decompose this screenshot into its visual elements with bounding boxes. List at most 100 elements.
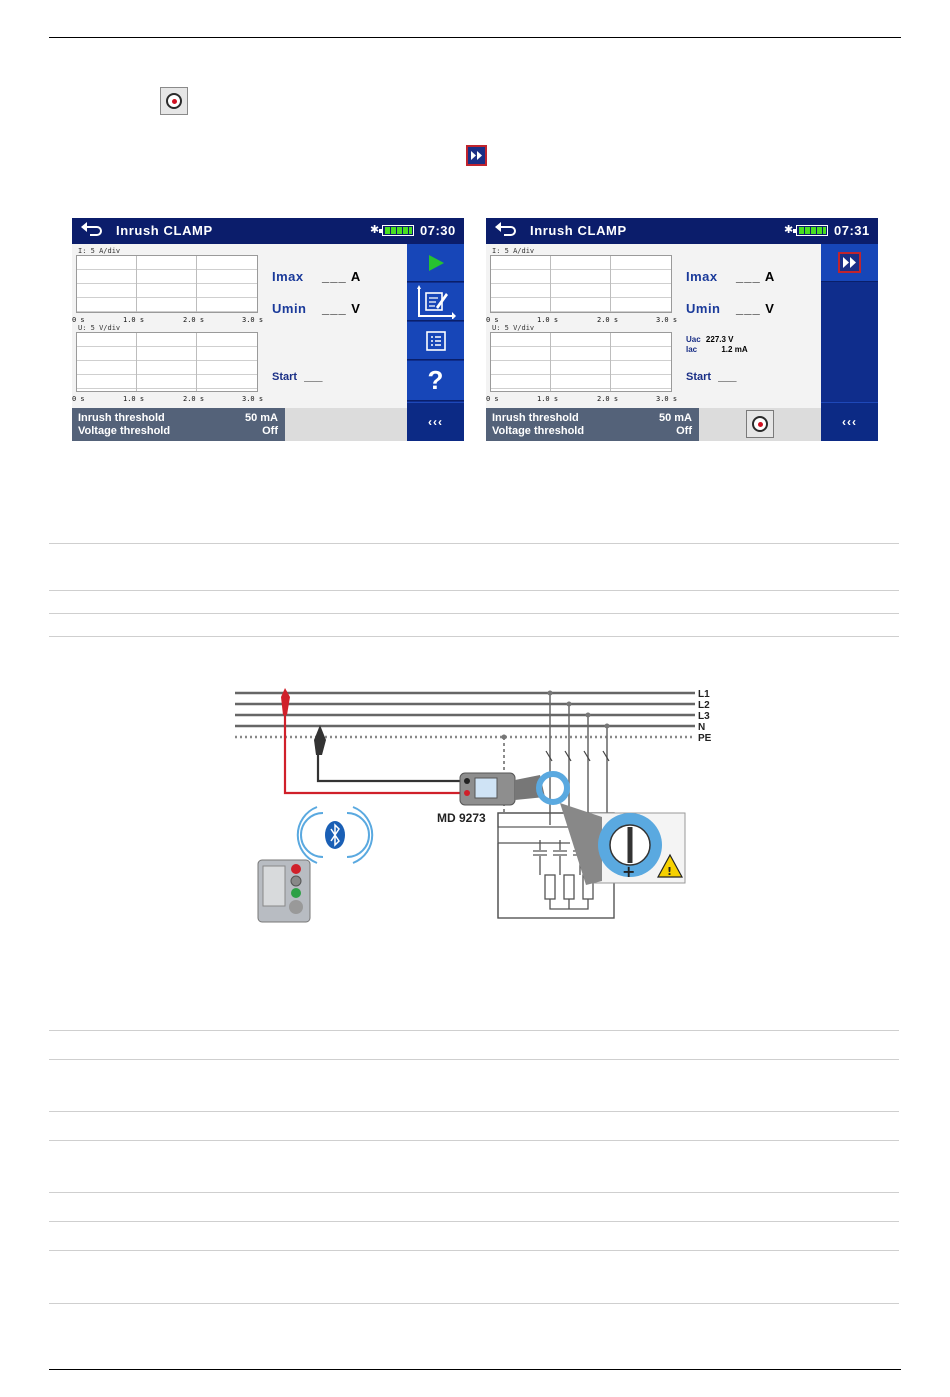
tick: 3.0 s xyxy=(242,316,264,324)
battery-icon xyxy=(793,225,828,236)
inrush-threshold-label: Inrush threshold xyxy=(78,412,165,424)
results-area: I: 5 A/div 0 s 1.0 s 2.0 s 3.0 s U: 5 V/… xyxy=(486,244,821,408)
line-label-l2: L2 xyxy=(698,700,710,711)
parameter-bar[interactable]: Inrush threshold 50 mA Voltage threshold O… xyxy=(486,408,699,441)
table-rule xyxy=(49,1303,899,1304)
tick: 0 s xyxy=(486,395,499,403)
help-button[interactable]: ? xyxy=(407,361,464,401)
start-row: Start ___ xyxy=(272,371,322,383)
header-rule xyxy=(49,37,901,38)
tick: 1.0 s xyxy=(123,395,145,403)
tick: 1.0 s xyxy=(537,395,559,403)
line-label-l1: L1 xyxy=(698,689,710,700)
status-empty xyxy=(285,408,407,441)
tick: 3.0 s xyxy=(242,395,264,403)
line-label-pe: PE xyxy=(698,733,712,744)
start-label: Start xyxy=(686,371,712,383)
voltage-threshold-value: Off xyxy=(262,425,278,437)
tick: 0 s xyxy=(486,316,499,324)
tick: 2.0 s xyxy=(597,395,619,403)
footer-rule xyxy=(49,1369,901,1370)
current-graph-label: I: 5 A/div xyxy=(492,247,535,255)
table-rule xyxy=(49,1059,899,1060)
tick: 2.0 s xyxy=(183,316,205,324)
current-graph xyxy=(490,255,672,313)
inrush-threshold-value: 50 mA xyxy=(244,412,278,424)
fast-forward-button[interactable] xyxy=(821,244,878,282)
table-rule xyxy=(49,636,899,637)
bluetooth-icon: ✱ xyxy=(370,224,380,236)
table-rule xyxy=(49,1030,899,1031)
battery-icon xyxy=(379,225,414,236)
table-rule xyxy=(49,1140,899,1141)
inrush-threshold-value: 50 mA xyxy=(658,412,692,424)
help-icon: ? xyxy=(427,365,444,395)
fast-forward-icon xyxy=(466,145,487,166)
table-rule xyxy=(49,590,899,591)
imax-label: Imax xyxy=(686,269,718,284)
clamp-model-label: MD 9273 xyxy=(437,811,486,825)
clock: 07:30 xyxy=(420,223,456,238)
voltage-threshold-value: Off xyxy=(676,425,692,437)
voltage-graph xyxy=(76,332,258,392)
list-button[interactable] xyxy=(407,322,464,360)
table-rule xyxy=(49,1221,899,1222)
table-rule xyxy=(49,1111,899,1112)
back-arrow-icon[interactable] xyxy=(80,220,104,238)
tick: 2.0 s xyxy=(183,395,205,403)
back-options-button[interactable]: ‹‹‹ xyxy=(821,402,878,441)
imax-label: Imax xyxy=(272,269,304,284)
warning-icon: ! xyxy=(667,865,672,878)
status-area xyxy=(699,408,821,441)
umin-label: Umin xyxy=(686,301,721,316)
record-icon xyxy=(746,410,774,438)
record-icon xyxy=(160,87,188,115)
tick: 1.0 s xyxy=(537,316,559,324)
start-icon xyxy=(429,255,444,271)
edit-parameters-button[interactable] xyxy=(407,283,464,321)
voltage-threshold-label: Voltage threshold xyxy=(492,425,585,437)
screen-title-bar: Inrush CLAMP ✱ 07:30 xyxy=(72,218,464,244)
options-sidebar: ? ‹‹‹ xyxy=(407,244,464,441)
line-label-l3: L3 xyxy=(698,711,710,722)
voltage-graph xyxy=(490,332,672,392)
screen-title-bar: Inrush CLAMP ✱ 07:31 xyxy=(486,218,878,244)
current-graph-label: I: 5 A/div xyxy=(78,247,121,255)
umin-label: Umin xyxy=(272,301,307,316)
table-rule xyxy=(49,1250,899,1251)
back-options-button[interactable]: ‹‹‹ xyxy=(407,402,464,441)
connection-diagram: L1 L2 L3 N PE MD 9273 + xyxy=(235,688,712,923)
iac-value: 1.2 mA xyxy=(721,345,748,354)
options-sidebar: ‹‹‹ xyxy=(821,244,878,441)
start-row: Start ___ xyxy=(686,371,736,383)
back-arrow-icon[interactable] xyxy=(494,220,518,238)
uac-label: Uac xyxy=(686,335,701,344)
table-rule xyxy=(49,543,899,544)
clock: 07:31 xyxy=(834,223,870,238)
imax-value: ___ A xyxy=(736,269,776,284)
tick: 0 s xyxy=(72,395,85,403)
table-rule xyxy=(49,1192,899,1193)
current-graph xyxy=(76,255,258,313)
table-rule xyxy=(49,613,899,614)
tick: 0 s xyxy=(72,316,85,324)
bluetooth-icon: ✱ xyxy=(784,224,794,236)
start-button[interactable] xyxy=(407,244,464,282)
iac-label: Iac xyxy=(686,345,698,354)
screen-title: Inrush CLAMP xyxy=(530,223,627,238)
results-area: I: 5 A/div 0 s 1.0 s 2.0 s 3.0 s U: 5 V/… xyxy=(72,244,407,408)
device-screen-running: Inrush CLAMP ✱ 07:31 I: 5 A/div 0 s 1.0 … xyxy=(486,218,878,441)
device-screen-start: Inrush CLAMP ✱ 07:30 I: 5 A/div 0 s 1.0 … xyxy=(72,218,464,441)
imax-value: ___ A xyxy=(322,269,362,284)
tick: 3.0 s xyxy=(656,395,678,403)
uac-value: 227.3 V xyxy=(705,335,734,344)
line-label-n: N xyxy=(698,722,705,733)
start-label: Start xyxy=(272,371,298,383)
inrush-threshold-label: Inrush threshold xyxy=(492,412,579,424)
tick: 1.0 s xyxy=(123,316,145,324)
tick: 3.0 s xyxy=(656,316,678,324)
plus-icon: + xyxy=(622,862,635,881)
umin-value: ___ V xyxy=(736,301,775,316)
umin-value: ___ V xyxy=(322,301,361,316)
